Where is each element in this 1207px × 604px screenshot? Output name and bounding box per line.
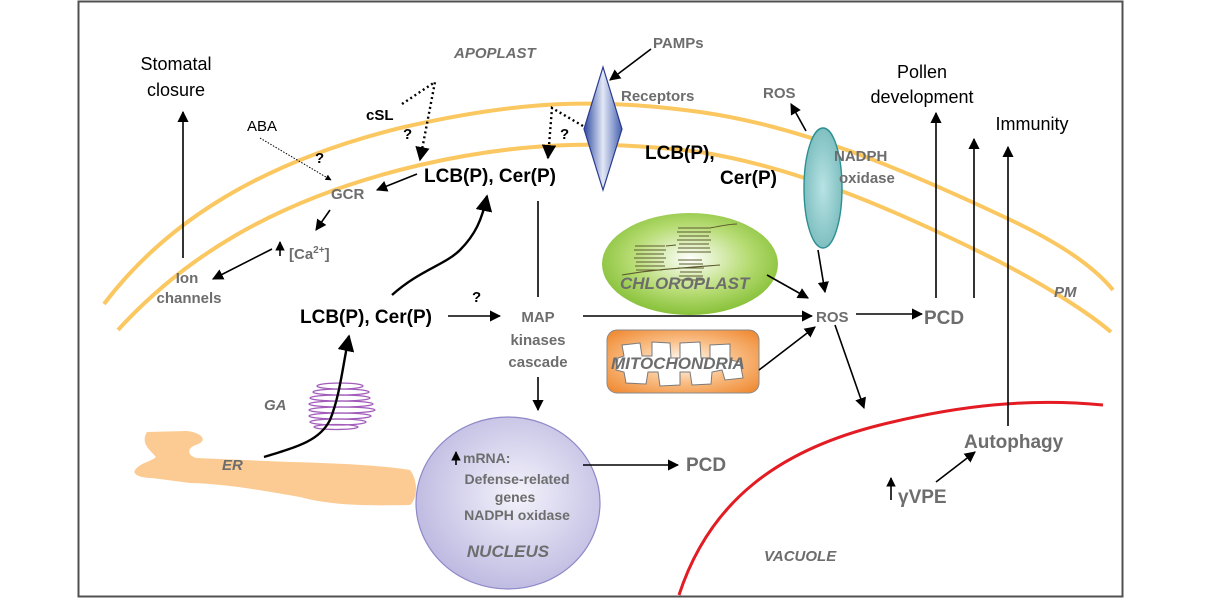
arrow-chloroplast-to-ros xyxy=(766,274,809,299)
nucleus xyxy=(415,416,601,590)
label-csl: cSL xyxy=(366,107,394,124)
label-pcd-nucleus: PCD xyxy=(686,455,726,476)
mitochondria xyxy=(606,329,760,394)
nucleus-mrna-label: mRNA: xyxy=(463,450,510,466)
arrow-er-to-lcb xyxy=(263,334,355,459)
calcium-suffix: ] xyxy=(325,246,330,263)
label-question-receptor: ? xyxy=(560,126,569,143)
label-question-aba: ? xyxy=(315,150,324,167)
outcome-stomatal-closure-line2: closure xyxy=(147,80,205,100)
arrow-nadph-to-ros xyxy=(817,249,829,294)
label-receptors: Receptors xyxy=(621,88,694,105)
arrow-vpe-to-autophagy xyxy=(935,451,976,483)
outcome-pollen-development-line2: development xyxy=(870,87,973,107)
arrow-ros-to-vacuole xyxy=(834,324,866,410)
label-pcd-right: PCD xyxy=(924,308,964,329)
label-pamps: PAMPs xyxy=(653,35,704,52)
plasma-membrane-outer xyxy=(102,101,1115,306)
calcium-superscript: 2+ xyxy=(313,245,325,256)
arrow-cytosol-lcb-to-pm-lcb xyxy=(391,194,493,296)
arrow-lcb-to-gcr xyxy=(375,173,418,192)
outcome-immunity: Immunity xyxy=(995,114,1068,134)
outcome-pollen-development-line1: Pollen xyxy=(897,62,947,82)
golgi-apparatus xyxy=(308,382,376,431)
compartment-vacuole: VACUOLE xyxy=(764,548,837,565)
compartment-er: ER xyxy=(222,457,243,474)
label-question-map: ? xyxy=(472,289,481,306)
receptor-protein xyxy=(583,64,623,193)
label-map-kinases-line2: kinases xyxy=(510,332,565,349)
label-gcr: GCR xyxy=(331,186,365,203)
label-ros-top: ROS xyxy=(763,85,796,102)
endoplasmic-reticulum xyxy=(134,431,416,506)
nucleus-text-line3: NADPH oxidase xyxy=(464,507,570,523)
label-nadph-oxidase-line2: oxidase xyxy=(839,170,895,187)
label-map-kinases-line3: cascade xyxy=(508,354,567,371)
label-ros-center: ROS xyxy=(816,309,849,326)
arrow-nadph-to-ros-top xyxy=(790,103,807,132)
compartment-mitochondria: MITOCHONDRIA xyxy=(611,354,745,373)
label-lcb-cytosol: LCB(P), Cer(P) xyxy=(300,307,432,328)
label-ion-channels-line1: Ion xyxy=(176,270,199,287)
compartment-pm: PM xyxy=(1054,284,1077,301)
compartment-apoplast: APOPLAST xyxy=(453,45,538,62)
compartment-ga: GA xyxy=(264,397,287,414)
calcium-prefix: [Ca xyxy=(289,246,314,263)
arrow-pamps-to-receptor xyxy=(609,48,652,81)
label-calcium: [Ca2+] xyxy=(289,245,330,263)
label-map-kinases-line1: MAP xyxy=(521,309,554,326)
nadph-oxidase-protein xyxy=(803,127,843,249)
compartment-nucleus: NUCLEUS xyxy=(467,542,550,561)
label-question-csl: ? xyxy=(403,126,412,143)
label-autophagy: Autophagy xyxy=(964,432,1064,453)
label-lcb-apoplast-line1: LCB(P), xyxy=(645,143,715,164)
arrow-calcium-to-ion-channels xyxy=(212,248,273,280)
compartment-chloroplast: CHLOROPLAST xyxy=(620,274,751,293)
nucleus-text-line2: genes xyxy=(495,489,536,505)
label-nadph-oxidase-line1: NADPH xyxy=(834,148,887,165)
label-lcb-cer-membrane: LCB(P), Cer(P) xyxy=(424,166,556,187)
label-ion-channels-line2: channels xyxy=(156,290,221,307)
arrow-mitochondria-to-ros xyxy=(758,326,816,371)
vacuole-membrane xyxy=(677,400,1104,596)
arrow-gcr-to-calcium xyxy=(315,209,331,231)
label-gamma-vpe: γVPE xyxy=(898,487,947,508)
nucleus-text-line1: Defense-related xyxy=(464,471,569,487)
arrow-receptor-loop xyxy=(541,106,584,160)
label-aba: ABA xyxy=(247,118,277,135)
outcome-stomatal-closure-line1: Stomatal xyxy=(140,54,211,74)
label-lcb-apoplast-line2: Cer(P) xyxy=(720,168,777,189)
chloroplast xyxy=(602,213,778,315)
